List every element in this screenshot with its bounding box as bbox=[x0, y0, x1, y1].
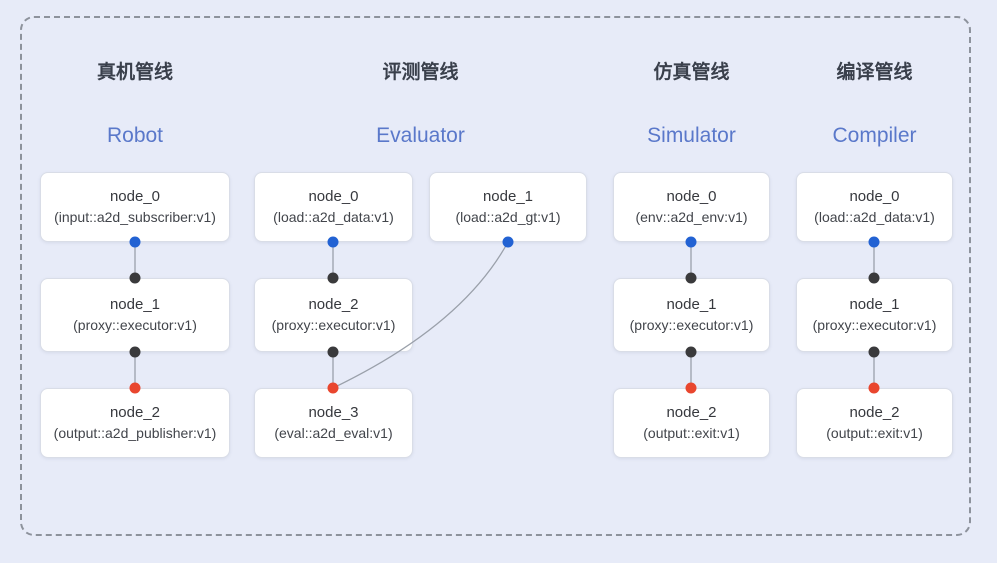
node-impl: (output::exit:v1) bbox=[826, 425, 923, 441]
node-robot-node1: node_1 (proxy::executor:v1) bbox=[40, 278, 230, 352]
node-impl: (env::a2d_env:v1) bbox=[635, 209, 748, 225]
dashed-border-frame bbox=[20, 16, 971, 536]
node-simulator-node0: node_0 (env::a2d_env:v1) bbox=[613, 172, 770, 242]
node-title: node_0 bbox=[666, 188, 717, 205]
node-title: node_3 bbox=[308, 404, 359, 421]
node-impl: (load::a2d_data:v1) bbox=[814, 209, 935, 225]
node-title: node_2 bbox=[849, 404, 900, 421]
node-impl: (proxy::executor:v1) bbox=[271, 317, 396, 333]
node-impl: (output::exit:v1) bbox=[643, 425, 740, 441]
node-robot-node2: node_2 (output::a2d_publisher:v1) bbox=[40, 388, 230, 458]
node-title: node_2 bbox=[308, 296, 359, 313]
evaluator-pipeline-title-zh: 评测管线 bbox=[382, 62, 459, 83]
node-impl: (output::a2d_publisher:v1) bbox=[53, 425, 217, 441]
node-simulator-node2: node_2 (output::exit:v1) bbox=[613, 388, 770, 458]
node-evaluator-node3: node_3 (eval::a2d_eval:v1) bbox=[254, 388, 413, 458]
node-title: node_1 bbox=[849, 296, 900, 313]
node-impl: (load::a2d_data:v1) bbox=[273, 209, 394, 225]
node-evaluator-node1: node_1 (load::a2d_gt:v1) bbox=[429, 172, 587, 242]
node-title: node_2 bbox=[666, 404, 717, 421]
compiler-pipeline-title-en: Compiler bbox=[832, 124, 917, 147]
node-impl: (proxy::executor:v1) bbox=[812, 317, 937, 333]
node-title: node_1 bbox=[482, 188, 534, 205]
node-title: node_0 bbox=[109, 188, 161, 205]
robot-pipeline-title-en: Robot bbox=[106, 124, 164, 147]
robot-pipeline-title-zh: 真机管线 bbox=[96, 62, 173, 83]
node-impl: (proxy::executor:v1) bbox=[629, 317, 754, 333]
node-title: node_2 bbox=[109, 404, 161, 421]
node-title: node_0 bbox=[849, 188, 900, 205]
node-impl: (eval::a2d_eval:v1) bbox=[274, 425, 393, 441]
evaluator-pipeline-title-en: Evaluator bbox=[376, 124, 465, 147]
node-compiler-node1: node_1 (proxy::executor:v1) bbox=[796, 278, 953, 352]
node-compiler-node2: node_2 (output::exit:v1) bbox=[796, 388, 953, 458]
node-evaluator-node0: node_0 (load::a2d_data:v1) bbox=[254, 172, 413, 242]
node-simulator-node1: node_1 (proxy::executor:v1) bbox=[613, 278, 770, 352]
node-impl: (input::a2d_subscriber:v1) bbox=[54, 209, 216, 225]
node-compiler-node0: node_0 (load::a2d_data:v1) bbox=[796, 172, 953, 242]
simulator-pipeline-title-zh: 仿真管线 bbox=[653, 62, 730, 83]
node-impl: (proxy::executor:v1) bbox=[73, 317, 197, 333]
node-title: node_1 bbox=[666, 296, 717, 313]
node-impl: (load::a2d_gt:v1) bbox=[455, 209, 561, 225]
simulator-pipeline-title-en: Simulator bbox=[647, 124, 736, 147]
node-robot-node0: node_0 (input::a2d_subscriber:v1) bbox=[40, 172, 230, 242]
node-evaluator-node2: node_2 (proxy::executor:v1) bbox=[254, 278, 413, 352]
compiler-pipeline-title-zh: 编译管线 bbox=[836, 62, 913, 83]
node-title: node_0 bbox=[308, 188, 359, 205]
node-title: node_1 bbox=[109, 296, 161, 313]
